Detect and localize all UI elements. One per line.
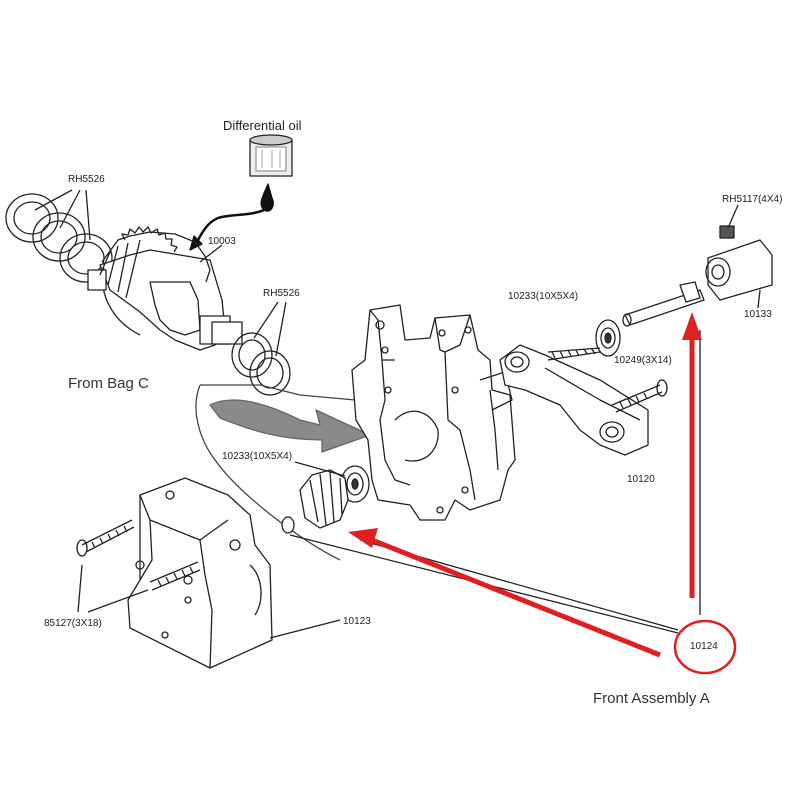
oil-path-arrow (194, 208, 265, 245)
label-differential-oil: Differential oil (223, 118, 302, 133)
bulkhead-housing (351, 304, 516, 521)
screw-10249-a (547, 347, 601, 361)
label-part-10233-top: 10233(10X5X4) (508, 291, 579, 302)
highlight-circle-10124 (673, 619, 737, 675)
label-part-10123: 10123 (343, 616, 371, 627)
screw-85127-b (149, 561, 201, 591)
install-arrow (209, 399, 371, 453)
label-rh5526-top: RH5526 (68, 174, 105, 185)
red-highlight (348, 312, 737, 675)
screw-85127-a (81, 519, 135, 553)
label-rh5117: RH5117(4X4) (722, 194, 783, 205)
label-part-10003: 10003 (208, 236, 236, 247)
drive-shaft-10124 (622, 281, 705, 327)
differential-gear (87, 226, 243, 351)
label-part-10120: 10120 (627, 474, 655, 485)
bearing-10233-mid (340, 465, 370, 503)
gearbox-cover-10123 (127, 477, 273, 669)
screw-10249-b (611, 384, 663, 413)
outdrive-10133 (705, 225, 773, 301)
label-part-85127: 85127(3X18) (44, 618, 102, 629)
label-part-10233-mid: 10233(10X5X4) (222, 451, 293, 462)
washers-rh5526-mid (231, 332, 291, 396)
red-arrow-head-up (682, 312, 702, 340)
oil-bottle-icon (249, 134, 293, 177)
bearing-10233-top (595, 319, 621, 357)
red-arrow-to-pinion (371, 537, 661, 658)
oil-drop-icon (260, 183, 274, 212)
label-part-10133: 10133 (744, 309, 772, 320)
red-arrow-head-left (348, 528, 378, 548)
label-rh5526-mid: RH5526 (263, 288, 300, 299)
washers-rh5526-top (5, 193, 113, 283)
pinion-gear (281, 469, 349, 534)
label-front-assembly: Front Assembly A (593, 690, 710, 707)
label-from-bag-c: From Bag C (68, 375, 149, 392)
label-part-10249: 10249(3X14) (614, 355, 672, 366)
front-brace-10120 (499, 344, 649, 456)
label-part-10124: 10124 (690, 641, 718, 652)
